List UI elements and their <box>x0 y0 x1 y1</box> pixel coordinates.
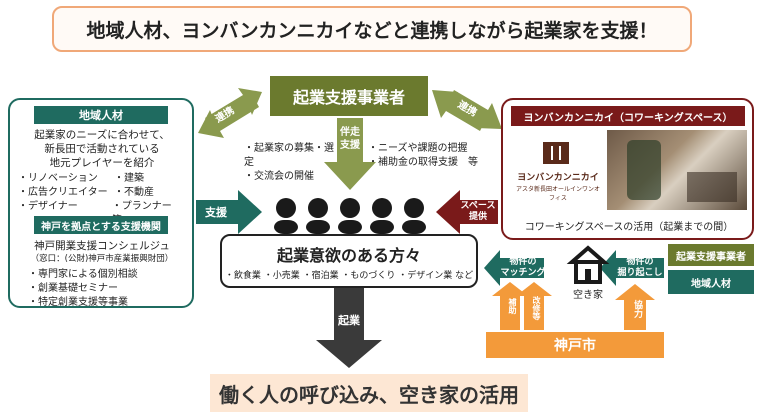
list-item: ・特定創業支援等事業 <box>28 297 128 308</box>
list-item: ・建築 <box>114 173 144 184</box>
main-box-title: 起業意欲のある方々 <box>276 246 421 265</box>
right-panel-caption: コワーキングスペースの活用（起業までの間） <box>524 222 734 233</box>
matching-arrow <box>484 250 544 286</box>
logo-sub: アスタ新長田オールインワンオフィス <box>515 186 600 202</box>
left-panel: 地域人材 起業家のニーズに合わせて、 新長田で活動されている 地元プレイヤーを紹… <box>8 98 194 308</box>
list-item: ・広告クリエイター <box>18 187 108 198</box>
hojo-label: 補助 <box>508 298 517 314</box>
list-item: ・リノベーション <box>18 173 98 184</box>
renkei-right-arrow <box>432 90 486 131</box>
left-panel-sublist: ・専門家による個別相談 ・創業基礎セミナー ・特定創業支援等事業 <box>28 268 188 310</box>
footer-text: 働く人の呼び込み、空き家の活用 <box>219 382 519 407</box>
left-panel-header: 地域人材 <box>34 106 168 124</box>
intro-line: 地元プレイヤーを紹介 <box>49 157 155 169</box>
center-item: ・起業家の募集・選定 <box>244 143 334 168</box>
center-support-box: 起業支援事業者 <box>270 76 428 116</box>
footer-banner: 働く人の呼び込み、空き家の活用 <box>210 374 528 412</box>
house-icon <box>566 245 610 284</box>
kaishu-label: 改修等 <box>532 296 541 320</box>
shien-arrow <box>196 190 262 234</box>
people-icons <box>274 198 426 234</box>
center-item: ・補助金の取得支援 等 <box>368 157 478 168</box>
intro-line: 新長田で活動されている <box>44 143 160 155</box>
shien-label: 支援 <box>205 206 227 219</box>
center-item: ・交流会の開催 <box>244 171 314 182</box>
header-banner: 地域人材、ヨンバンカンニカイなどと連携しながら起業家を支援！ <box>52 6 692 52</box>
right-box-chiiki: 地域人材 <box>668 270 754 294</box>
logo-mark-icon <box>543 142 569 164</box>
matching-label: 物件の マッチング <box>500 257 546 278</box>
right-panel: ヨンバンカンニカイ（コワーキングスペース） ヨンバンカンニカイ アスタ新長田オー… <box>501 98 754 240</box>
left-panel-subnote: （窓口：(公財)神戸市産業振興財団） <box>30 254 174 264</box>
center-items-right: ・ニーズや課題の把握 ・補助金の取得支援 等 <box>368 142 488 170</box>
list-item: ・デザイナー <box>18 201 78 212</box>
coworking-photo <box>607 130 747 210</box>
center-support-title: 起業支援事業者 <box>292 88 405 107</box>
left-panel-subtitle: 神戸開業支援コンシェルジュ <box>34 240 170 252</box>
center-item: ・ニーズや課題の把握 <box>368 143 468 154</box>
kigyo-arrow <box>316 288 382 368</box>
horiokoshi-label: 物件の 掘り起こし <box>617 257 663 278</box>
horiokoshi-arrow <box>600 250 664 286</box>
space-label: スペース 提供 <box>460 201 496 222</box>
logo-text: ヨンバンカンニカイ <box>517 173 599 183</box>
left-panel-intro: 起業家のニーズに合わせて、 新長田で活動されている 地元プレイヤーを紹介 <box>14 128 190 170</box>
right-panel-header: ヨンバンカンニカイ（コワーキングスペース） <box>511 106 745 126</box>
center-items-left: ・起業家の募集・選定 ・交流会の開催 <box>244 142 336 184</box>
kigyo-label: 起業 <box>338 314 360 327</box>
kyoryoku-arrow <box>615 284 655 330</box>
main-box-sub: ・飲食業 ・小売業 ・宿泊業 ・ものづくり ・デザイン業 など <box>224 271 474 281</box>
kyoryoku-label: 協力 <box>632 300 642 318</box>
space-arrow <box>436 190 498 234</box>
main-box: 起業意欲のある方々 ・飲食業 ・小売業 ・宿泊業 ・ものづくり ・デザイン業 な… <box>220 234 478 288</box>
banso-label: 伴走 支援 <box>340 127 360 151</box>
left-panel-subheader: 神戸を拠点とする支援機関 <box>34 216 168 234</box>
akiya-label: 空き家 <box>573 290 603 301</box>
intro-line: 起業家のニーズに合わせて、 <box>34 129 170 141</box>
header-title: 地域人材、ヨンバンカンニカイなどと連携しながら起業家を支援！ <box>86 19 658 42</box>
right-box-support: 起業支援事業者 <box>668 244 754 266</box>
banso-arrow <box>324 118 376 190</box>
list-item: ・専門家による個別相談 <box>28 269 138 280</box>
list-item: ・不動産 <box>114 187 154 198</box>
kobe-city-bar: 神戸市 <box>486 332 664 358</box>
list-item: ・創業基礎セミナー <box>28 283 118 294</box>
coworking-logo: ヨンバンカンニカイ アスタ新長田オールインワンオフィス <box>513 130 603 210</box>
